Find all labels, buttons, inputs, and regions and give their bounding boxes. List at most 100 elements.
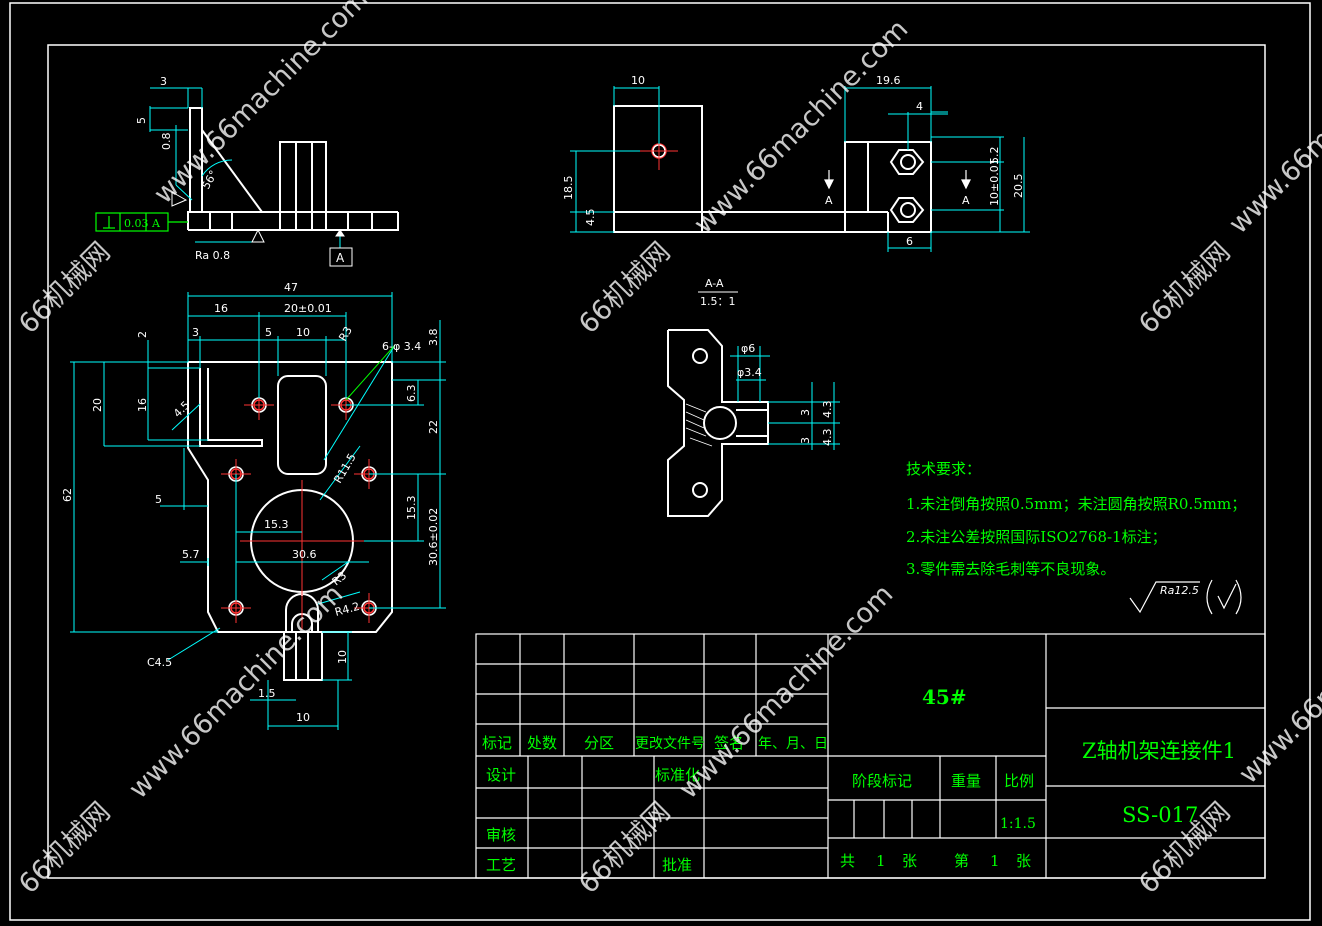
side-view: 3 5 0.8 56° Ra 0.8 0.03 A A — [95, 75, 399, 267]
tb-scale-value: 1:1.5 — [1000, 816, 1036, 832]
side-dim-5: 5 — [135, 117, 148, 124]
top-dim-20tol: 20±0.01 — [284, 302, 332, 315]
top-dim-306tol: 30.6±0.02 — [427, 508, 440, 566]
section-dim-3b: 3 — [799, 437, 812, 444]
top-dim-c45: C4.5 — [147, 656, 172, 669]
tb-sheet-number: 1 — [990, 852, 1000, 870]
tech-item-3: 3.零件需去除毛刺等不良现象。 — [906, 560, 1115, 578]
section-dim-phi6: φ6 — [741, 342, 755, 355]
side-datum-a: A — [336, 251, 345, 265]
front-view: 10 19.6 4 5.2 10±0.01 20.5 18.5 4.5 6 A … — [562, 74, 1030, 252]
tb-mark: 标记 — [482, 734, 512, 752]
top-dim-3: 3 — [192, 326, 199, 339]
tb-zhang-1: 张 — [902, 852, 917, 870]
tech-item-1: 1.未注倒角按照0.5mm；未注圆角按照R0.5mm； — [906, 495, 1246, 513]
tech-heading: 技术要求： — [906, 460, 981, 478]
section-dim-43a: 4.3 — [821, 401, 834, 419]
top-dim-153v: 15.3 — [405, 496, 418, 521]
tb-change-doc: 更改文件号 — [635, 736, 705, 752]
watermark-name-1: 66机械网 — [13, 236, 116, 339]
watermark-url-2: www.66machine.com — [688, 14, 914, 240]
tech-requirements: 技术要求： 1.未注倒角按照0.5mm；未注圆角按照R0.5mm； 2.未注公差… — [906, 460, 1246, 615]
top-dim-45: 4.5 — [171, 399, 193, 421]
front-dim-45: 4.5 — [584, 209, 597, 227]
tb-sign: 签名 — [714, 734, 744, 752]
tb-date: 年、月、日 — [758, 736, 828, 752]
front-section-a-right: A — [962, 194, 970, 207]
top-dim-r115: R11.5 — [331, 451, 358, 485]
front-dim-196: 19.6 — [876, 74, 901, 87]
tb-scale-label: 比例 — [1004, 772, 1034, 790]
front-section-a-left: A — [825, 194, 833, 207]
side-datum-ref: A — [151, 217, 161, 230]
side-dim-3: 3 — [160, 75, 167, 88]
tb-total-sheets: 1 — [876, 852, 886, 870]
top-dim-22: 22 — [427, 420, 440, 434]
tb-drawing-number: SS-017 — [1122, 803, 1198, 827]
top-dim-holes: 6-φ 3.4 — [382, 340, 421, 353]
top-dim-5b: 5 — [155, 493, 162, 506]
tb-title: Z轴机架连接件1 — [1082, 739, 1236, 763]
top-dim-62: 62 — [61, 488, 74, 502]
front-dim-4: 4 — [916, 100, 923, 113]
tb-zone: 分区 — [584, 734, 614, 752]
top-view: 47 16 20±0.01 3 5 10 R3 6-φ 3.4 3.8 2 20… — [61, 281, 446, 730]
tb-weight: 重量 — [951, 772, 981, 790]
tb-review: 审核 — [486, 826, 516, 844]
tb-count: 处数 — [527, 734, 557, 752]
section-label: A-A — [705, 277, 724, 290]
outer-border — [9, 2, 1311, 921]
tech-item-2: 2.未注公差按照国际ISO2768-1标注； — [906, 528, 1167, 546]
side-tolerance: 0.03 — [124, 217, 149, 230]
watermark-url-3: www.66machine.com — [1223, 14, 1322, 240]
section-view-a-a: A-A 1.5：1 φ6 φ3.4 3 3 4.3 4.3 — [667, 277, 840, 517]
top-dim-5: 5 — [265, 326, 272, 339]
watermarks: www.66machine.com 66机械网 www.66machine.co… — [13, 0, 1322, 900]
tb-standardize: 标准化 — [655, 766, 700, 784]
tb-stage: 阶段标记 — [852, 772, 912, 790]
top-dim-38: 3.8 — [427, 329, 440, 347]
watermark-name-2: 66机械网 — [573, 236, 676, 339]
top-dim-10v: 10 — [336, 650, 349, 664]
top-dim-r42: R4.2 — [333, 600, 361, 619]
tb-approve: 批准 — [662, 856, 692, 874]
top-dim-16: 16 — [214, 302, 228, 315]
top-dim-20: 20 — [91, 398, 104, 412]
title-block-text: 标记 处数 分区 更改文件号 签名 年、月、日 设计 标准化 审核 工艺 批准 … — [482, 685, 1236, 874]
section-dim-3a: 3 — [799, 409, 812, 416]
roughness-symbol — [1129, 579, 1242, 615]
watermark-url-5: www.66machine.com — [673, 579, 899, 805]
front-dim-6: 6 — [906, 235, 913, 248]
tb-process: 工艺 — [486, 856, 516, 874]
top-dim-16v: 16 — [136, 398, 149, 412]
watermark-name-4: 66机械网 — [13, 796, 116, 899]
top-dim-47: 47 — [284, 281, 298, 294]
tb-di: 第 — [954, 852, 969, 870]
top-dim-2: 2 — [136, 331, 149, 338]
tb-design: 设计 — [486, 766, 516, 784]
top-dim-153: 15.3 — [264, 518, 289, 531]
front-dim-205: 20.5 — [1012, 174, 1025, 199]
tb-gong: 共 — [840, 852, 855, 870]
title-block — [475, 633, 1266, 879]
section-dim-phi34: φ3.4 — [737, 366, 762, 379]
front-dim-10tol: 10±0.01 — [988, 158, 1001, 206]
tb-zhang-2: 张 — [1016, 852, 1031, 870]
front-dim-10: 10 — [631, 74, 645, 87]
top-dim-306: 30.6 — [292, 548, 317, 561]
top-dim-10: 10 — [296, 326, 310, 339]
top-dim-63: 6.3 — [405, 385, 418, 403]
roughness-value: Ra12.5 — [1160, 584, 1199, 597]
section-scale: 1.5：1 — [700, 295, 736, 308]
top-dim-15: 1.5 — [258, 687, 276, 700]
top-dim-57: 5.7 — [182, 548, 200, 561]
side-roughness: Ra 0.8 — [195, 249, 230, 262]
watermark-url-1: www.66machine.com — [148, 0, 374, 210]
tb-material: 45# — [922, 685, 967, 709]
top-dim-r3: R3 — [336, 324, 355, 343]
watermark-name-3: 66机械网 — [1133, 236, 1236, 339]
front-dim-185: 18.5 — [562, 176, 575, 201]
side-dim-08: 0.8 — [160, 133, 173, 151]
front-dim-52: 5.2 — [988, 147, 1001, 165]
